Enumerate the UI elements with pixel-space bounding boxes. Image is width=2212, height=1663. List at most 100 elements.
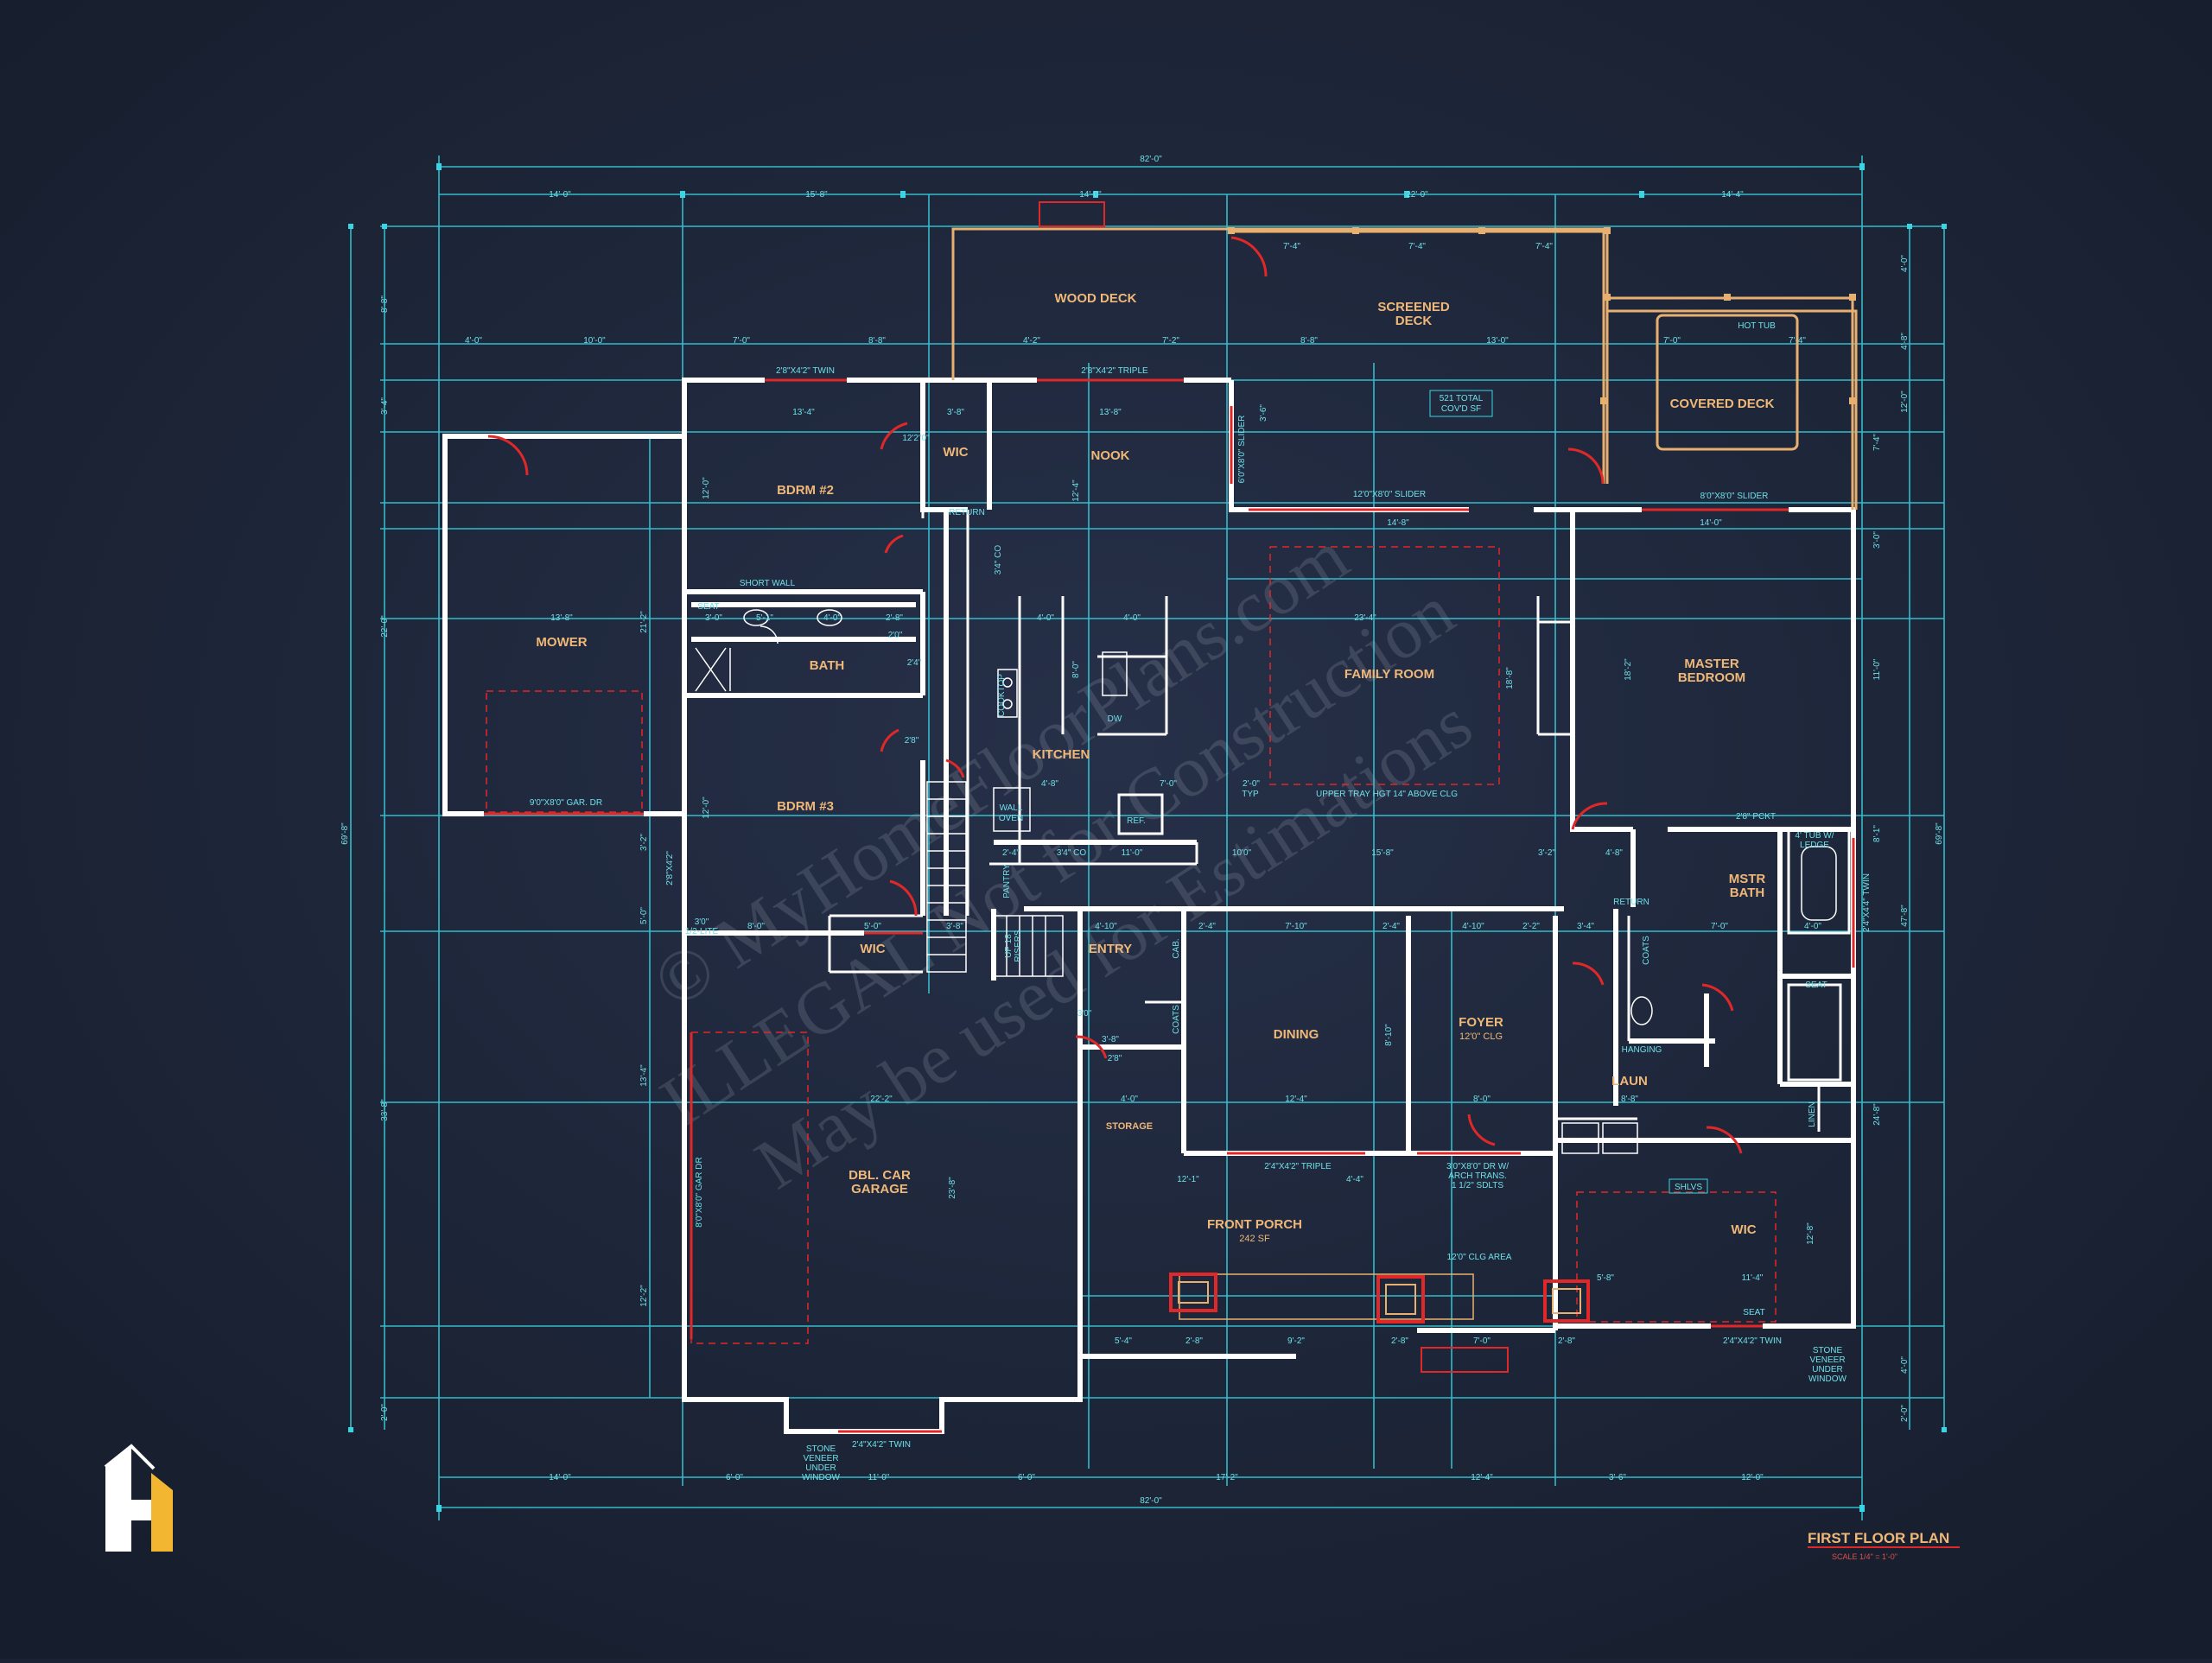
- room-covered-deck: COVERED DECK: [1670, 397, 1775, 411]
- porch-columns: [1169, 1273, 1590, 1323]
- dim-l2-21-2: 21'-2": [639, 611, 649, 633]
- dim-k-4-0a: 4'-0": [1037, 613, 1054, 623]
- room-entry: ENTRY: [1089, 942, 1132, 956]
- note-slider-master: 8'0"X8'0" SLIDER: [1700, 492, 1769, 501]
- dim-fp-12-1: 12'-1": [1177, 1175, 1199, 1184]
- dim-left-8-8: 8'-8": [380, 295, 390, 313]
- room-family-room: FAMILY ROOM: [1344, 667, 1434, 682]
- plan-title: FIRST FLOOR PLAN: [1808, 1530, 1949, 1546]
- dim-fp-2-8c: 2'-8": [1558, 1336, 1575, 1346]
- dim-top-14-0: 14'-0": [549, 190, 571, 200]
- dim-right-8-1: 8'-1": [1872, 825, 1882, 842]
- room-mower: MOWER: [536, 635, 587, 650]
- dim-wic2-8-0: 8'-0": [747, 922, 765, 931]
- dimension-ticks: [348, 163, 1947, 1512]
- dim-foy-2-2: 2'-2": [1522, 922, 1540, 931]
- dim-nook-w: 13'-8": [1099, 408, 1122, 417]
- dim-st-3-8: 3'-8": [1102, 1035, 1119, 1044]
- dim-left-33-8: 33'-8": [380, 1099, 390, 1121]
- dim-k-10: 10'0": [1232, 848, 1252, 858]
- dim-laun-8-8: 8'-8": [1621, 1095, 1638, 1104]
- dim-l2-12-0b: 12'-0": [702, 797, 711, 819]
- dim-r2-4-2: 4'-2": [1023, 336, 1040, 346]
- dim-gar-22-2: 22'-2": [870, 1095, 893, 1104]
- dim-bath-2-0: 2'0": [888, 631, 903, 640]
- dim-fp-2-8b: 2'-8": [1391, 1336, 1408, 1346]
- room-wic-mid: WIC: [860, 942, 885, 956]
- dim-sd-14-8: 14'-8": [1387, 518, 1409, 528]
- deck-outlines: [951, 227, 1858, 1320]
- dim-nook-12-4: 12'-4": [1071, 479, 1081, 502]
- note-mower-door: 9'0"X8'0" GAR. DR: [530, 798, 602, 808]
- dim-r2-7-2: 7'-2": [1162, 336, 1179, 346]
- dim-din-12-4: 12'-4": [1285, 1095, 1307, 1104]
- dim-din-7-10: 7'-10": [1285, 922, 1307, 931]
- room-screened-deck-line1: SCREENED: [1377, 300, 1450, 314]
- room-dining: DINING: [1274, 1027, 1319, 1042]
- note-pckt: 2'8" PCKT: [1736, 812, 1776, 822]
- note-cab: CAB.: [1172, 938, 1181, 958]
- note-sf-total-line2: COV'D SF: [1441, 404, 1481, 414]
- note-up-risers: UP 18RISERS: [1004, 930, 1023, 962]
- dim-st-2-8: 2'8": [1108, 1054, 1122, 1063]
- dim-fam-3-2: 3'-2": [1538, 848, 1555, 858]
- note-wic-size: 12'2"0": [902, 434, 930, 443]
- note-stone-left-line1: STONE: [806, 1444, 836, 1454]
- dim-bath-2-8: 2'-8": [886, 613, 903, 623]
- note-shlvs: SHLVS: [1675, 1183, 1702, 1192]
- note-tub-ledge: 4' TUB W/LEDGE: [1795, 831, 1834, 850]
- dim-r2-8-8b: 8'-8": [1300, 336, 1318, 346]
- dim-r2-8-8: 8'-8": [868, 336, 886, 346]
- dim-l2-12-0: 12'-0": [702, 477, 711, 499]
- dim-laun-3-4: 3'-4": [1577, 922, 1594, 931]
- note-tray-clg: UPPER TRAY HGT 14" ABOVE CLG: [1316, 790, 1458, 799]
- note-hot-tub: HOT TUB: [1738, 321, 1776, 331]
- dim-k-11-0: 11'-0": [1122, 848, 1143, 858]
- note-arch-door-line3: 1 1/2" SDLTS: [1452, 1181, 1503, 1190]
- dim-bath-3-0: 3'-0": [705, 613, 722, 623]
- deck-posts: [1228, 227, 1856, 404]
- dim-bot-6-0: 6'-0": [726, 1473, 743, 1482]
- house-h-logo-icon: [104, 1444, 173, 1552]
- room-bath: BATH: [810, 658, 845, 673]
- note-arch-door-line2: ARCH TRANS.: [1448, 1171, 1507, 1181]
- dim-ent-2-4: 2'-4": [1198, 922, 1216, 931]
- dim-mst-18-2: 18'-2": [1624, 658, 1633, 681]
- dim-foy-4-10: 4'-10": [1462, 922, 1484, 931]
- note-clg-area: 12'0" CLG AREA: [1447, 1253, 1512, 1262]
- dim-st-3-0: 3'0": [1077, 1009, 1092, 1019]
- note-return-wic: RETURN: [949, 508, 985, 517]
- note-pantry: PANTRY: [1002, 864, 1012, 898]
- dim-right-11-0: 11'-0": [1872, 658, 1882, 680]
- room-bdrm-3: BDRM #3: [777, 799, 834, 814]
- dim-foy-8-0: 8'-0": [1473, 1095, 1491, 1104]
- dim-r2-3-6: 3'-6": [1259, 404, 1268, 422]
- note-triple-nook: 2'8"X4'2" TRIPLE: [1081, 366, 1148, 376]
- dim-right-4-8: 4'-8": [1900, 333, 1910, 350]
- dim-wic2-5-0: 5'-0": [864, 922, 881, 931]
- dim-fam-18-8: 18'-8": [1505, 667, 1515, 689]
- dim-fp-9-2: 9'-2": [1287, 1336, 1305, 1346]
- note-arch-door-line1: 3'0"X8'0" DR W/: [1446, 1162, 1509, 1171]
- dim-top-14-0b: 14'-0": [1079, 190, 1102, 200]
- dim-right-12-0: 12'-0": [1900, 390, 1910, 413]
- note-wall-oven-line1: WALL: [1000, 803, 1023, 813]
- room-storage: STORAGE: [1106, 1121, 1153, 1132]
- note-dw: DW: [1108, 714, 1122, 724]
- plan-scale: SCALE 1/4" = 1'-0": [1832, 1552, 1897, 1561]
- dim-gar-23-8: 23'-8": [948, 1177, 957, 1199]
- note-up-risers-line1: UP 18: [1004, 934, 1014, 958]
- note-ref: REF.: [1127, 816, 1146, 826]
- dim-tub-7-0: 7'-0": [1663, 336, 1681, 346]
- note-co-kitchen: 3'4" CO: [1057, 848, 1087, 858]
- note-slider-family: 12'0"X8'0" SLIDER: [1353, 490, 1426, 499]
- note-lite-line2: 1/2-LITE: [685, 927, 719, 936]
- room-laun: LAUN: [1611, 1074, 1648, 1089]
- room-garage-line2: GARAGE: [851, 1182, 908, 1196]
- dim-left-69-8: 69'-8": [340, 822, 350, 845]
